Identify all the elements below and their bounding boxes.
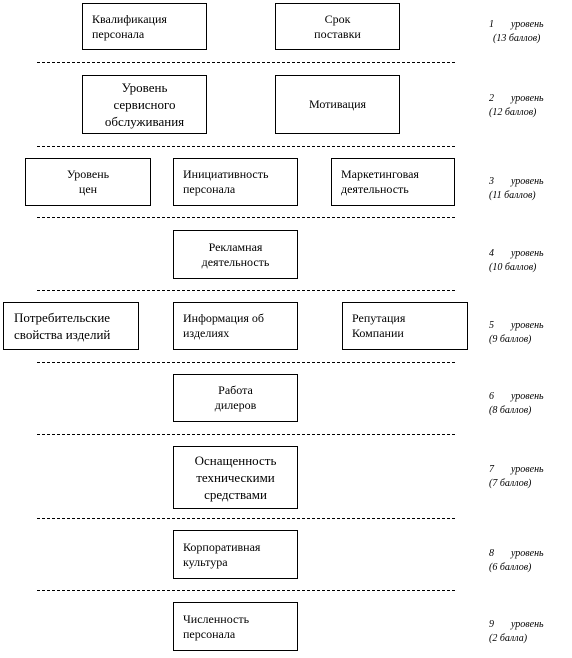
factor-box-company-reputation: Репутация Компании [342, 302, 468, 350]
level-score: (2 балла) [489, 633, 528, 644]
factor-box-personnel-qualification: Квалификация персонала [82, 3, 207, 50]
level-word: уровень [511, 391, 544, 402]
factor-box-technical-equipment: Оснащенность техническими средствами [173, 446, 298, 509]
factor-box-staff-initiative: Инициативность персонала [173, 158, 298, 206]
factor-box-service-level: Уровень сервисного обслуживания [82, 75, 207, 134]
factor-label: Срок поставки [314, 11, 361, 41]
level-label-3: 3 уровень (11 баллов) [489, 175, 569, 203]
factor-label: Маркетинговая деятельность [341, 167, 419, 196]
level-score: (7 баллов) [489, 478, 532, 489]
factor-label: Работа дилеров [214, 383, 257, 412]
factor-label: Квалификация персонала [92, 11, 167, 41]
factor-label: Уровень сервисного обслуживания [104, 80, 185, 129]
level-number: 2 [489, 93, 494, 104]
level-score: (13 баллов) [493, 33, 541, 44]
factor-label: Оснащенность техническими средствами [194, 453, 277, 502]
level-label-8: 8 уровень (6 баллов) [489, 547, 569, 575]
level-number: 3 [489, 176, 494, 187]
factor-box-price-level: Уровень цен [25, 158, 151, 206]
factor-box-staff-size: Численность персонала [173, 602, 298, 651]
factor-label: Уровень цен [66, 167, 110, 196]
level-score: (8 баллов) [489, 405, 532, 416]
factor-box-motivation: Мотивация [275, 75, 400, 134]
level-separator [37, 146, 455, 147]
factor-label: Численность персонала [183, 611, 250, 641]
factor-box-product-information: Информация об изделиях [173, 302, 298, 350]
level-number: 8 [489, 548, 494, 559]
level-label-7: 7 уровень (7 баллов) [489, 463, 569, 491]
level-score: (9 баллов) [489, 334, 532, 345]
level-label-9: 9 уровень (2 балла) [489, 618, 569, 646]
level-word: уровень [511, 176, 544, 187]
level-separator [37, 590, 455, 591]
factor-label: Информация об изделиях [183, 311, 264, 340]
level-score: (6 баллов) [489, 562, 532, 573]
level-number: 7 [489, 464, 494, 475]
level-score: (11 баллов) [489, 190, 536, 201]
level-word: уровень [511, 464, 544, 475]
factor-box-dealer-work: Работа дилеров [173, 374, 298, 422]
level-label-2: 2 уровень (12 баллов) [489, 92, 569, 120]
level-separator [37, 290, 455, 291]
level-number: 5 [489, 320, 494, 331]
level-score: (10 баллов) [489, 262, 537, 273]
level-separator [37, 434, 455, 435]
factor-box-consumer-properties: Потребительские свойства изделий [3, 302, 139, 350]
level-word: уровень [511, 248, 544, 259]
factor-label: Инициативность персонала [183, 167, 269, 196]
level-number: 4 [489, 248, 494, 259]
level-score: (12 баллов) [489, 107, 537, 118]
level-word: уровень [511, 320, 544, 331]
level-label-6: 6 уровень (8 баллов) [489, 390, 569, 418]
factor-box-marketing: Маркетинговая деятельность [331, 158, 455, 206]
level-label-1: 1 уровень (13 баллов) [489, 18, 569, 46]
level-word: уровень [511, 19, 544, 30]
level-separator [37, 217, 455, 218]
level-word: уровень [511, 548, 544, 559]
level-separator [37, 518, 455, 519]
level-separator [37, 62, 455, 63]
factor-box-corporate-culture: Корпоративная культура [173, 530, 298, 579]
factor-label: Рекламная деятельность [201, 239, 270, 269]
level-word: уровень [511, 619, 544, 630]
level-label-4: 4 уровень (10 баллов) [489, 247, 569, 275]
factor-box-advertising: Рекламная деятельность [173, 230, 298, 279]
level-number: 9 [489, 619, 494, 630]
level-label-5: 5 уровень (9 баллов) [489, 319, 569, 347]
level-number: 6 [489, 391, 494, 402]
level-separator [37, 362, 455, 363]
level-number: 1 [489, 19, 494, 30]
factor-label: Мотивация [308, 97, 367, 111]
level-word: уровень [511, 93, 544, 104]
factor-box-delivery-time: Срок поставки [275, 3, 400, 50]
factor-label: Репутация Компании [352, 311, 406, 340]
factor-label: Потребительские свойства изделий [14, 310, 111, 342]
factor-label: Корпоративная культура [183, 539, 261, 569]
